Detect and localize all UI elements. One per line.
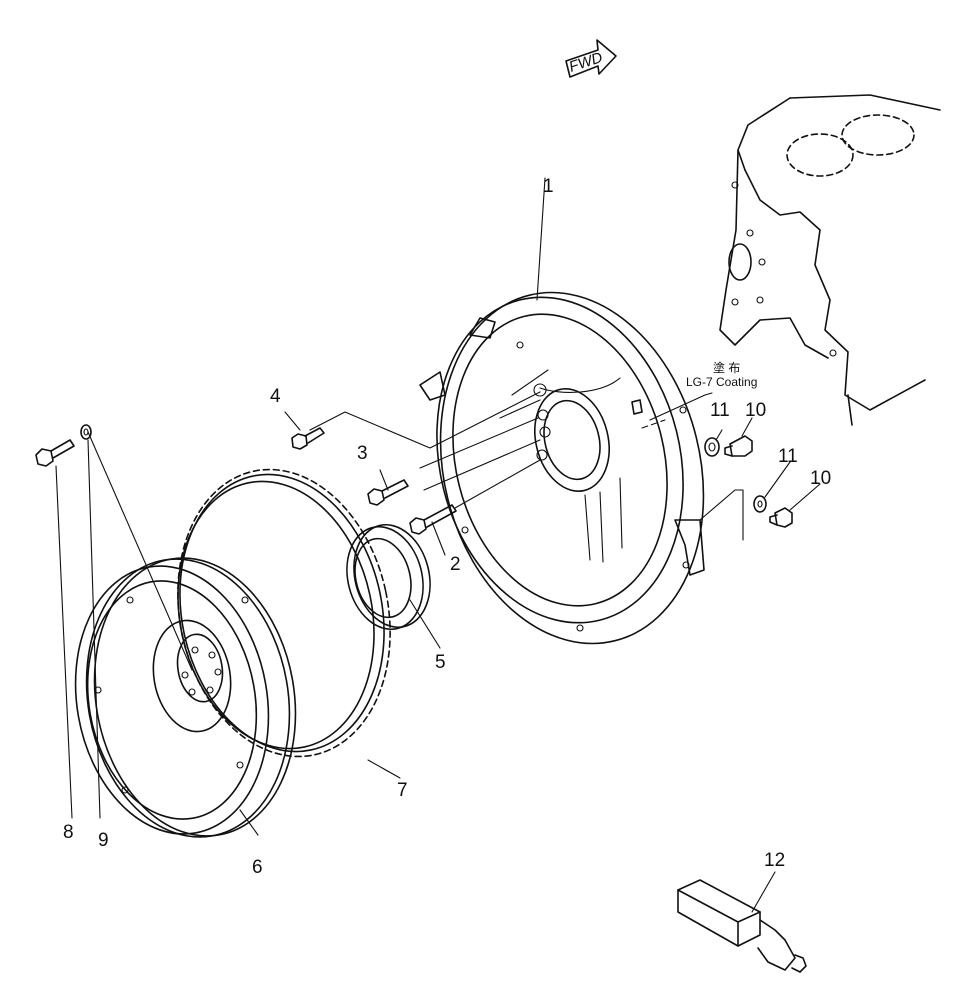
plug-item-10-upper (724, 435, 753, 457)
washer-item-9 (80, 424, 92, 440)
callout-11-lower: 11 (778, 446, 798, 467)
washer-item-11-lower (753, 495, 767, 513)
callout-1: 1 (543, 176, 554, 197)
bolt-item-4 (291, 427, 325, 450)
callout-10-upper: 10 (745, 400, 766, 421)
ring-gear (177, 468, 391, 758)
callout-5: 5 (435, 652, 446, 673)
bolt-item-8 (35, 439, 75, 467)
tool-item-12 (677, 879, 807, 973)
forward-direction-arrow: FWD (565, 39, 617, 78)
bolt-item-3 (367, 479, 409, 506)
callout-12: 12 (764, 850, 785, 871)
callout-9: 9 (98, 830, 109, 851)
flywheel (74, 557, 297, 838)
bolt-item-2 (409, 504, 457, 535)
callout-11-upper: 11 (710, 400, 730, 421)
callout-3: 3 (357, 443, 368, 464)
coating-note-japanese: 塗 布 (713, 360, 740, 375)
callout-10-lower: 10 (810, 468, 831, 489)
callout-4: 4 (270, 386, 281, 407)
engine-block (719, 94, 941, 426)
callout-7: 7 (397, 780, 408, 801)
oil-seal (346, 523, 431, 631)
flywheel-housing (419, 291, 705, 645)
callout-2: 2 (450, 554, 461, 575)
plug-item-10-lower (769, 507, 793, 528)
callout-6: 6 (252, 857, 263, 878)
callout-8: 8 (63, 822, 74, 843)
coating-note: LG-7 Coating (686, 375, 757, 389)
leader-lines (55, 177, 821, 913)
washer-item-11-upper (704, 437, 720, 457)
